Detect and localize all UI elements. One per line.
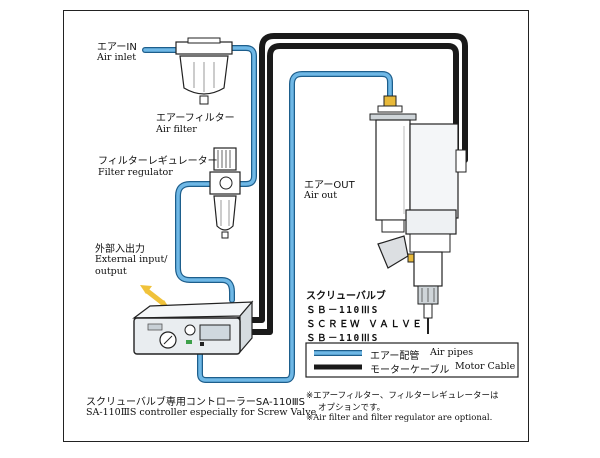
external-io-label-en-2: output <box>95 266 127 277</box>
motor-cable-inner <box>235 43 459 335</box>
controller-label-en: SA-110ⅢS controller especially for Screw… <box>86 407 317 418</box>
screw-valve-model-1: ＳＢ－110ⅢS <box>306 305 379 316</box>
legend-air-pipe-jp: エアー配管 <box>370 351 420 362</box>
legend-box <box>305 342 519 378</box>
controller-device <box>132 300 254 355</box>
air-filter <box>175 37 233 105</box>
air-in-label-en: Air inlet <box>97 52 137 63</box>
screw-valve-name: ＳＣＲＥＷ ＶＡＬＶＥ <box>306 319 424 330</box>
motor-cable-outer <box>235 33 468 323</box>
legend-motor-cable-jp: モーターケーブル <box>370 365 450 376</box>
air-pipe-group <box>142 45 393 383</box>
screw-valve-model-2: ＳＢ－110ⅢS <box>306 333 379 344</box>
air-out-label-en: Air out <box>304 190 338 201</box>
air-filter-label-jp: エアーフィルター <box>156 113 235 124</box>
legend-motor-cable-en: Motor Cable <box>455 361 516 372</box>
legend-air-pipe-en: Air pipes <box>430 347 474 358</box>
external-io-label-en-1: External input/ <box>95 254 168 265</box>
note-jp-line-1: ※エアーフィルター、フィルターレギュレーターは <box>306 391 499 401</box>
screw-valve <box>369 95 467 334</box>
filter-regulator-label-en: Filter regulator <box>98 167 173 178</box>
filter-regulator <box>209 147 241 239</box>
air-out-label-jp: エアーOUT <box>304 180 355 191</box>
air-in-label-jp: エアーIN <box>97 42 137 53</box>
external-io-label-jp: 外部入出力 <box>95 244 145 255</box>
note-en: ※Air filter and filter regulator are opt… <box>306 413 493 423</box>
filter-regulator-label-jp: フィルターレギュレーター <box>98 156 218 167</box>
air-filter-label-en: Air filter <box>156 124 197 135</box>
controller-label-jp: スクリューバルブ専用コントローラーSA-110ⅢS <box>86 397 305 408</box>
motor-cable-group <box>235 33 468 335</box>
note-jp-line-2: オプションです。 <box>318 403 386 413</box>
screw-valve-title: スクリューバルブ <box>306 291 386 302</box>
